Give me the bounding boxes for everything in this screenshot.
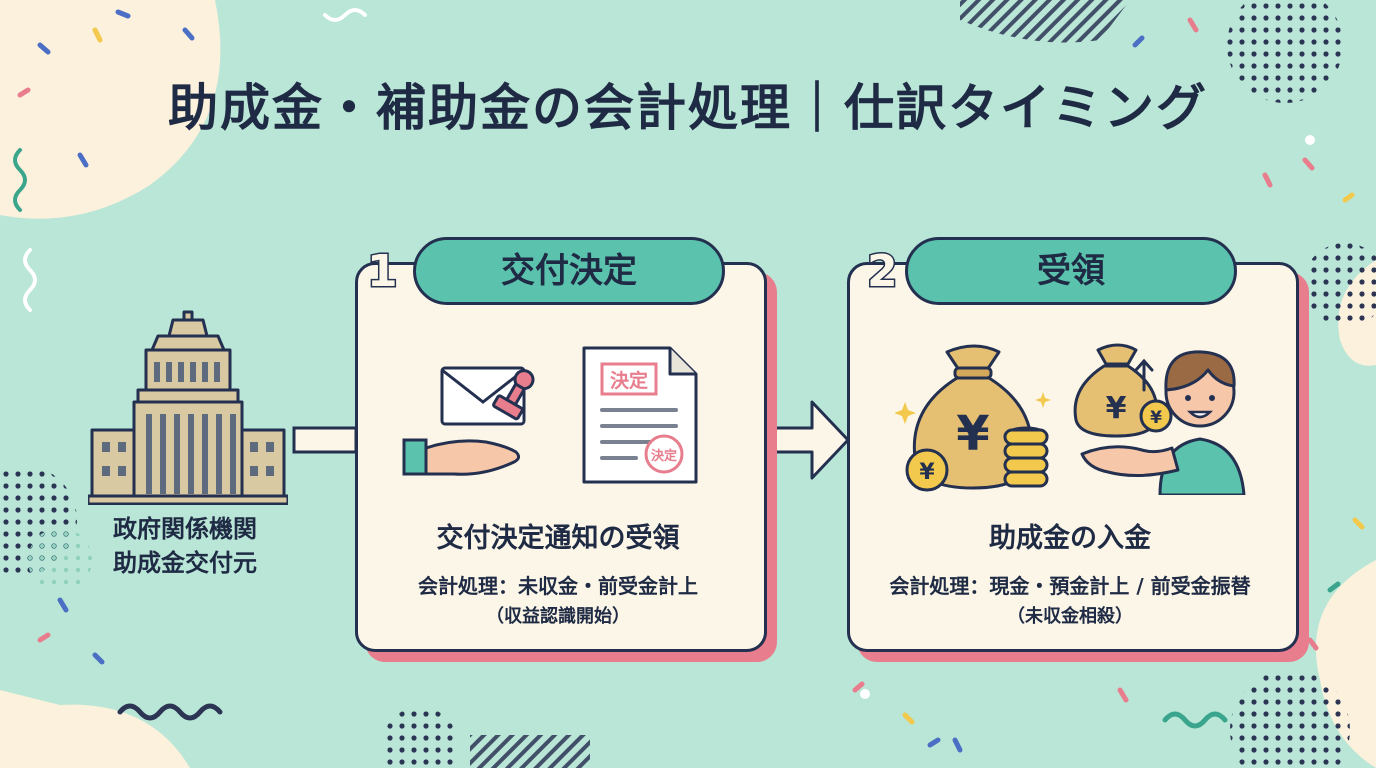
step1-number: 1: [366, 245, 400, 299]
yen-symbol: ¥: [956, 406, 989, 462]
document-seal-text: 決定: [651, 448, 677, 464]
person-receiving-illustration: ¥ ¥: [1073, 343, 1246, 495]
arrow-to-step1-icon: [292, 426, 358, 454]
step1-label: 交付決定: [413, 237, 725, 305]
document-icon: 決定 決定: [582, 346, 698, 484]
money-illustration: ¥ ¥: [895, 344, 1051, 492]
government-label-line1: 政府関係機関: [113, 515, 257, 543]
notification-illustration: [402, 366, 535, 476]
up-arrow-icon: [1134, 358, 1154, 392]
arrow-step1-to-step2-icon: [760, 400, 850, 480]
step2-number: 2: [866, 245, 900, 299]
person-icon: [1158, 350, 1246, 495]
step1-accounting: 会計処理：未収金・前受金計上: [418, 574, 698, 598]
government-label-line2: 助成金交付元: [113, 549, 257, 577]
coin-stack-icon: [1003, 426, 1049, 488]
government-building-icon: [88, 310, 288, 505]
small-coin-yen-symbol: ¥: [1150, 408, 1162, 428]
step2-label: 受領: [905, 237, 1237, 305]
money-bag-icon: ¥: [1073, 343, 1159, 438]
step2-note: （未収金相殺）: [1007, 606, 1133, 627]
small-bag-yen-symbol: ¥: [1106, 391, 1127, 426]
step2-heading: 助成金の入金: [989, 523, 1151, 554]
coin-yen-symbol: ¥: [919, 460, 935, 485]
page-title: 助成金・補助金の会計処理｜仕訳タイミング: [168, 79, 1208, 137]
document-stamp-text: 決定: [610, 369, 648, 392]
hand-icon: [1080, 445, 1180, 478]
step1-heading: 交付決定通知の受領: [436, 523, 680, 554]
step1-note: （収益認識開始）: [486, 606, 630, 627]
coin-icon: ¥: [905, 448, 949, 492]
step2-accounting: 会計処理：現金・預金計上 / 前受金振替: [889, 574, 1251, 598]
hand-icon: [402, 438, 521, 476]
coin-icon: ¥: [1139, 399, 1173, 433]
stamp-icon: [492, 369, 535, 421]
